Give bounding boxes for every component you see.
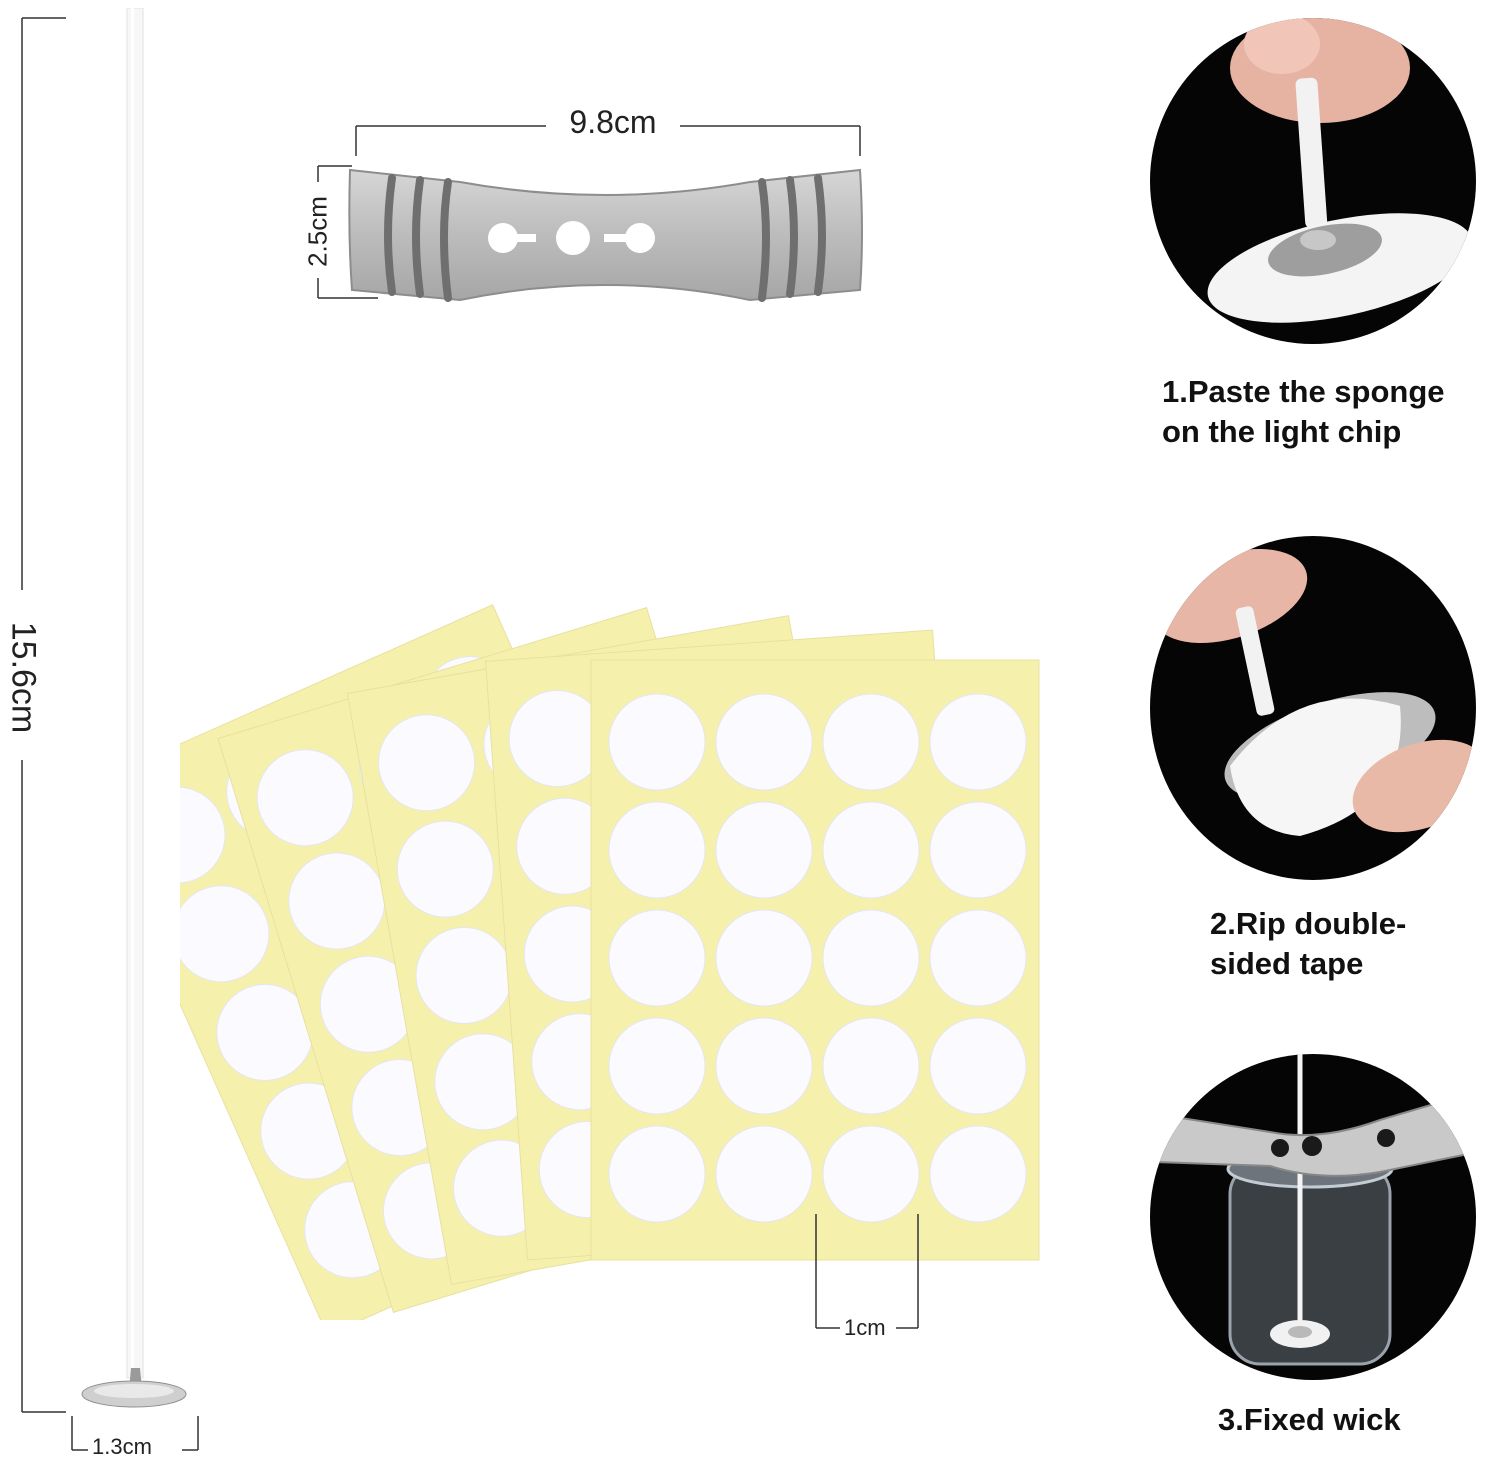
bar-width-label: 9.8cm (569, 104, 657, 140)
sticker-dot (715, 801, 813, 899)
sticker-dot (822, 801, 920, 899)
sticker-dot (180, 786, 226, 884)
sticker-sheet-stack (180, 560, 1060, 1320)
sticker-dot (715, 693, 813, 791)
sticker-dot (715, 1125, 813, 1223)
step-photo-icon (1207, 18, 1473, 323)
bar-width-dimension-lines (355, 125, 861, 156)
step-3-photo (1150, 1054, 1476, 1380)
bar-width-dimension: 9.8cm (350, 100, 870, 160)
step-1-line-2: on the light chip (1162, 414, 1402, 449)
sticker-dot (180, 885, 270, 983)
step-2-line-2: sided tape (1210, 946, 1364, 981)
step-2-label: 2.Rip double- sided tape (1210, 904, 1406, 984)
step-photo-icon (1152, 549, 1476, 836)
step-3-line-1: 3.Fixed wick (1218, 1402, 1401, 1437)
sticker-dot (378, 714, 476, 812)
wick-length-dimension: 15.6cm (0, 0, 80, 1440)
sticker-dot (929, 1017, 1027, 1115)
step-1-line-1: 1.Paste the sponge (1162, 374, 1445, 409)
sticker-dot (822, 909, 920, 1007)
sticker-sheet (590, 659, 1040, 1261)
sticker-dot (608, 1125, 706, 1223)
wick-centering-bar-icon (340, 160, 870, 310)
step-photo-icon (1155, 1054, 1469, 1366)
bar-height-label: 2.5cm (302, 196, 333, 267)
step-2-line-1: 2.Rip double- (1210, 906, 1407, 941)
bar-height-dimension-lines (317, 165, 378, 299)
sticker-dot (608, 1017, 706, 1115)
sticker-dot (822, 1125, 920, 1223)
sticker-diameter-dimension: 1cm (800, 1210, 930, 1340)
sticker-dot (929, 909, 1027, 1007)
step-3-label: 3.Fixed wick (1218, 1400, 1401, 1440)
sticker-dot (608, 801, 706, 899)
wick-base-dimension: 1.3cm (66, 1414, 206, 1459)
sticker-dot (715, 909, 813, 1007)
step-1-photo (1150, 18, 1476, 344)
wick-length-dimension-lines (21, 17, 66, 1413)
sticker-diameter-dimension-lines (815, 1214, 919, 1329)
sticker-dot (256, 749, 354, 847)
sticker-sheet-icon (180, 604, 1040, 1320)
step-1-label: 1.Paste the sponge on the light chip (1162, 372, 1445, 452)
wick-base-label: 1.3cm (92, 1434, 152, 1459)
wick-length-label: 15.6cm (4, 621, 43, 734)
sticker-dot (929, 1125, 1027, 1223)
sticker-dot (396, 820, 494, 918)
sticker-dot (822, 1017, 920, 1115)
wick-base-dimension-lines (71, 1416, 199, 1451)
sticker-dot (608, 693, 706, 791)
sticker-dot (929, 801, 1027, 899)
sticker-dot (608, 909, 706, 1007)
bar-height-dimension: 2.5cm (292, 160, 388, 310)
sticker-diameter-label: 1cm (844, 1315, 886, 1340)
sticker-dot (715, 1017, 813, 1115)
sticker-dot (929, 693, 1027, 791)
candle-wick-icon (76, 8, 196, 1410)
step-2-photo (1150, 536, 1476, 880)
sticker-dot (822, 693, 920, 791)
